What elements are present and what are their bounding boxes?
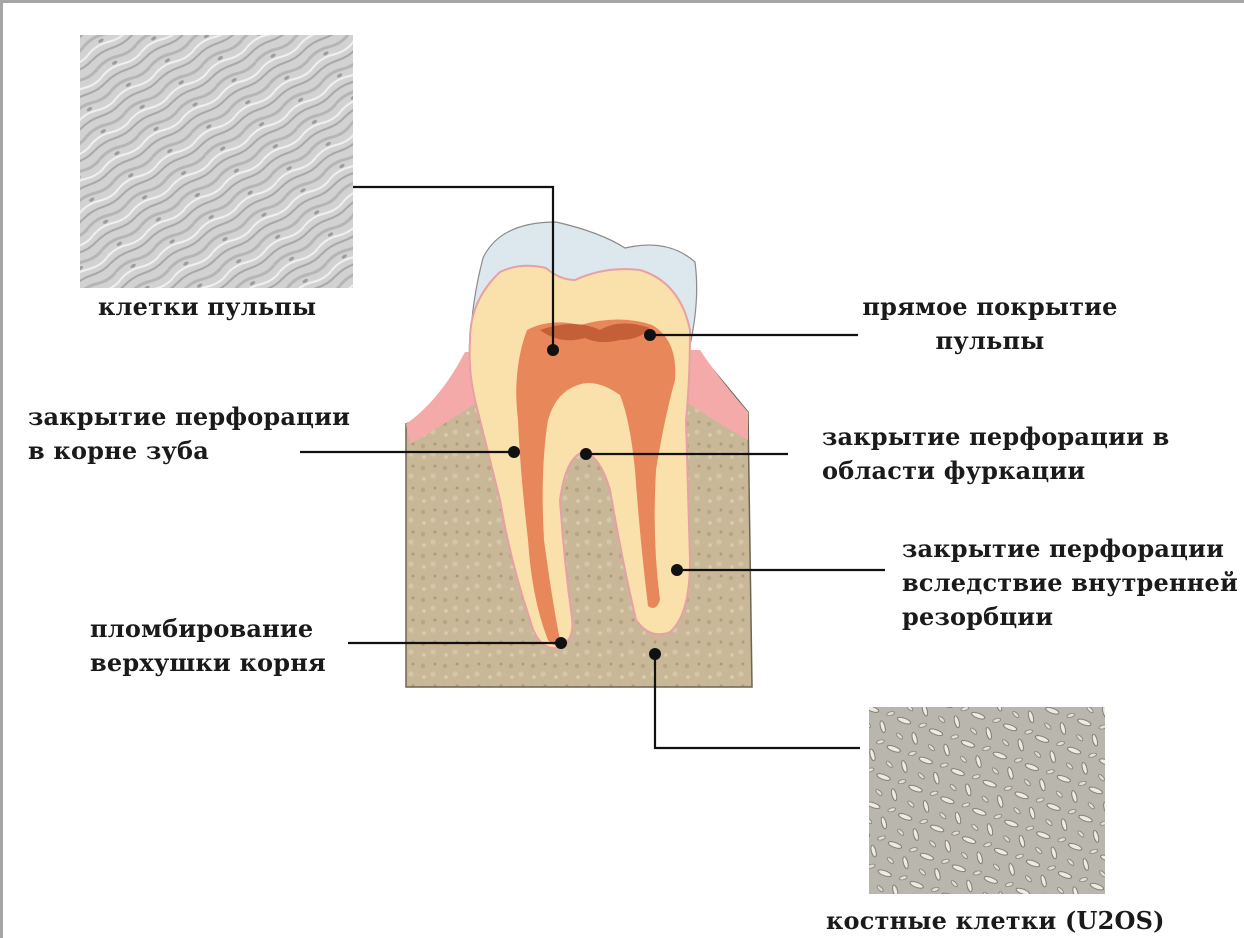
label-root-end-filling: пломбирование верхушки корня — [90, 612, 326, 680]
marker-dot — [508, 446, 520, 458]
marker-dot — [644, 329, 656, 341]
label-direct-pulp-capping: прямое покрытие пульпы — [850, 290, 1130, 358]
marker-dot — [555, 637, 567, 649]
marker-dot — [580, 448, 592, 460]
label-bone-cells: костные клетки (U2OS) — [826, 904, 1165, 938]
label-furcation-perforation: закрытие перфорации в области фуркации — [822, 420, 1170, 488]
marker-dot — [649, 648, 661, 660]
pulp-cells-micrograph — [80, 35, 353, 288]
marker-dot — [671, 564, 683, 576]
bone-cells-micrograph — [869, 707, 1105, 894]
marker-dot — [547, 344, 559, 356]
label-pulp-cells: клетки пульпы — [98, 290, 316, 324]
label-internal-resorption: закрытие перфорации вследствие внутренне… — [902, 532, 1238, 634]
label-root-perforation: закрытие перфорации в корне зуба — [28, 400, 350, 468]
